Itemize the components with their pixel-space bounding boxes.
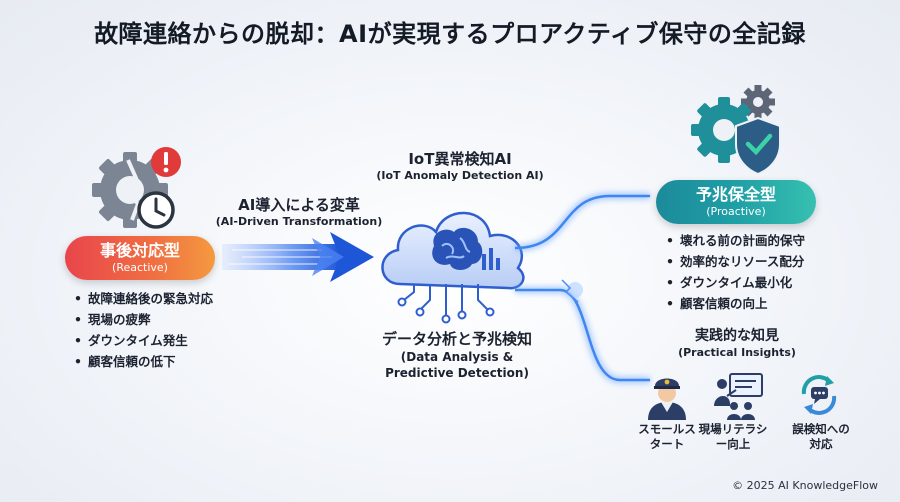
proactive-badge: 予兆保全型 (Proactive) — [656, 180, 816, 224]
feedback-cycle-icon — [801, 375, 837, 415]
list-item: ダウンタイム発生 — [74, 330, 213, 351]
ai-title: IoT異常検知AI — [408, 150, 512, 168]
insight-caption-line1: 誤検知への — [792, 422, 850, 436]
insight-literacy: 現場リテラシ ー向上 — [696, 422, 770, 452]
broken-gear-clock-alert-icon — [92, 147, 181, 229]
insight-false-positive: 誤検知への 対応 — [784, 422, 858, 452]
analysis-subtitle-line1: (Data Analysis & — [400, 350, 514, 364]
list-item: 現場の疲弊 — [74, 309, 213, 330]
reactive-badge: 事後対応型 (Reactive) — [65, 236, 215, 280]
analysis-label: データ分析と予兆検知 (Data Analysis & Predictive D… — [352, 330, 562, 381]
reactive-sublabel: (Reactive) — [112, 261, 168, 274]
list-item: 壊れる前の計画的保守 — [666, 230, 805, 251]
insight-caption-line2: タート — [649, 437, 685, 451]
copyright-text: © 2025 AI KnowledgeFlow — [732, 479, 878, 492]
insight-small-start: スモールス タート — [630, 422, 704, 452]
analysis-subtitle-line2: Predictive Detection) — [385, 366, 529, 380]
insights-subtitle: (Practical Insights) — [678, 346, 796, 359]
transformation-title: AI導入による変革 — [238, 196, 360, 214]
transformation-subtitle: (AI-Driven Transformation) — [215, 215, 383, 228]
insight-caption-line1: 現場リテラシ — [698, 422, 768, 436]
analysis-title: データ分析と予兆検知 — [381, 330, 532, 348]
page-title: 故障連絡からの脱却：AIが実現するプロアクティブ保守の全記録 — [94, 20, 806, 48]
insight-caption-line1: スモールス — [638, 422, 696, 436]
insights-label: 実践的な知見 (Practical Insights) — [672, 327, 802, 360]
list-item: 顧客信頼の向上 — [666, 293, 805, 314]
reactive-list: 故障連絡後の緊急対応 現場の疲弊 ダウンタイム発生 顧客信頼の低下 — [72, 288, 213, 372]
transformation-arrow — [222, 232, 374, 282]
proactive-label: 予兆保全型 — [695, 185, 776, 204]
presentation-training-icon — [714, 373, 763, 420]
ai-cloud-brain-icon — [381, 211, 525, 324]
proactive-list: 壊れる前の計画的保守 効率的なリソース配分 ダウンタイム最小化 顧客信頼の向上 — [664, 230, 805, 314]
list-item: 顧客信頼の低下 — [74, 351, 213, 372]
reactive-label: 事後対応型 — [99, 241, 180, 260]
insights-title: 実践的な知見 — [695, 328, 779, 344]
transformation-label: AI導入による変革 (AI-Driven Transformation) — [214, 196, 384, 229]
list-item: 故障連絡後の緊急対応 — [74, 288, 213, 309]
list-item: 効率的なリソース配分 — [666, 251, 805, 272]
pilot-person-icon — [648, 378, 686, 420]
list-item: ダウンタイム最小化 — [666, 272, 805, 293]
proactive-sublabel: (Proactive) — [706, 205, 766, 218]
insight-caption-line2: 対応 — [809, 437, 833, 451]
ai-subtitle: (IoT Anomaly Detection AI) — [376, 169, 544, 182]
gears-shield-icon — [691, 85, 781, 176]
insight-caption-line2: ー向上 — [715, 437, 751, 451]
ai-label: IoT異常検知AI (IoT Anomaly Detection AI) — [355, 150, 565, 183]
